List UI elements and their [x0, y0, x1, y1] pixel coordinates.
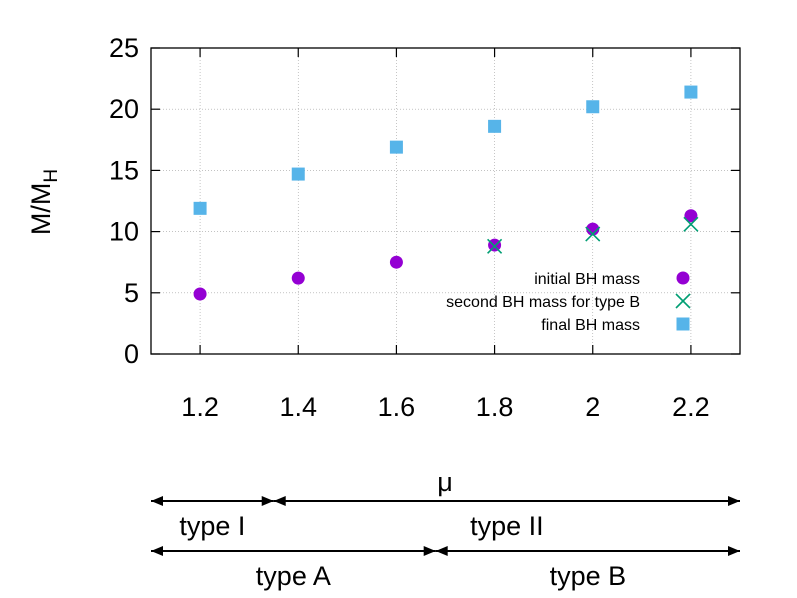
region-label: type A: [256, 561, 331, 591]
legend-label: second BH mass for type B: [446, 294, 640, 311]
data-point-circle: [488, 238, 502, 252]
data-point-square: [193, 201, 207, 215]
y-axis-label-sub: H: [41, 169, 62, 183]
legend-label: final BH mass: [541, 317, 640, 334]
region-label: type B: [550, 561, 627, 591]
data-point-square: [684, 85, 698, 99]
y-tick-label: 5: [124, 278, 139, 308]
region-arrow-head-right: [423, 546, 436, 556]
x-axis-label: μ: [437, 467, 453, 497]
data-point-cross-stroke-b: [683, 216, 699, 232]
data-point-circle: [586, 222, 600, 236]
data-point-cross: [487, 238, 503, 254]
region-arrow-head-left: [151, 496, 163, 506]
region-label: type I: [179, 511, 245, 541]
legend: initial BH mass second BH mass for type B…: [446, 271, 691, 334]
data-point-cross: [683, 216, 699, 232]
tick-layer: 0 5 10 15 20 25 1.2 1.4 1.6 1.8 2 2.2: [109, 33, 740, 422]
marks-layer: [193, 85, 699, 301]
y-axis-label-main: M/M: [26, 183, 56, 235]
y-tick-label: 10: [109, 217, 139, 247]
y-tick-label: 15: [109, 155, 139, 185]
y-tick-label: 0: [124, 339, 139, 369]
region-label: type II: [470, 511, 544, 541]
data-point-square: [291, 167, 305, 181]
data-point-circle: [291, 271, 305, 285]
region-arrow-head-right: [261, 496, 274, 506]
data-point-cross-stroke-b: [585, 226, 601, 242]
data-point-square: [389, 140, 403, 154]
x-tick-label: 1.2: [181, 392, 219, 422]
region-arrow-head-right: [728, 496, 740, 506]
data-point-circle: [389, 255, 403, 269]
region-annotations: type I type II type A type B: [151, 496, 740, 591]
x-tick-label: 1.6: [378, 392, 416, 422]
x-tick-label: 2.2: [672, 392, 710, 422]
y-tick-label: 20: [109, 94, 139, 124]
data-point-square: [488, 119, 502, 133]
region-arrow-head-left: [435, 546, 448, 556]
region-arrow-head-left: [273, 496, 286, 506]
data-point-circle: [193, 287, 207, 301]
legend-marker-cross-stroke-b: [675, 293, 691, 309]
legend-label: initial BH mass: [534, 271, 640, 288]
legend-marker-square: [676, 317, 690, 331]
y-axis-label: M/MH: [26, 169, 62, 235]
plot-frame: [150, 47, 741, 355]
data-point-circle: [684, 209, 698, 223]
legend-marker-circle: [676, 271, 690, 285]
data-point-cross: [585, 226, 601, 242]
x-tick-label: 2: [585, 392, 600, 422]
legend-marker-cross: [675, 293, 691, 309]
x-tick-label: 1.8: [476, 392, 514, 422]
region-arrow-head-right: [728, 546, 740, 556]
data-point-cross-stroke-b: [487, 238, 503, 254]
x-tick-label: 1.4: [279, 392, 317, 422]
data-point-square: [586, 100, 600, 114]
region-arrow-head-left: [151, 546, 163, 556]
grid-layer: [151, 48, 740, 354]
y-tick-label: 25: [109, 33, 139, 63]
